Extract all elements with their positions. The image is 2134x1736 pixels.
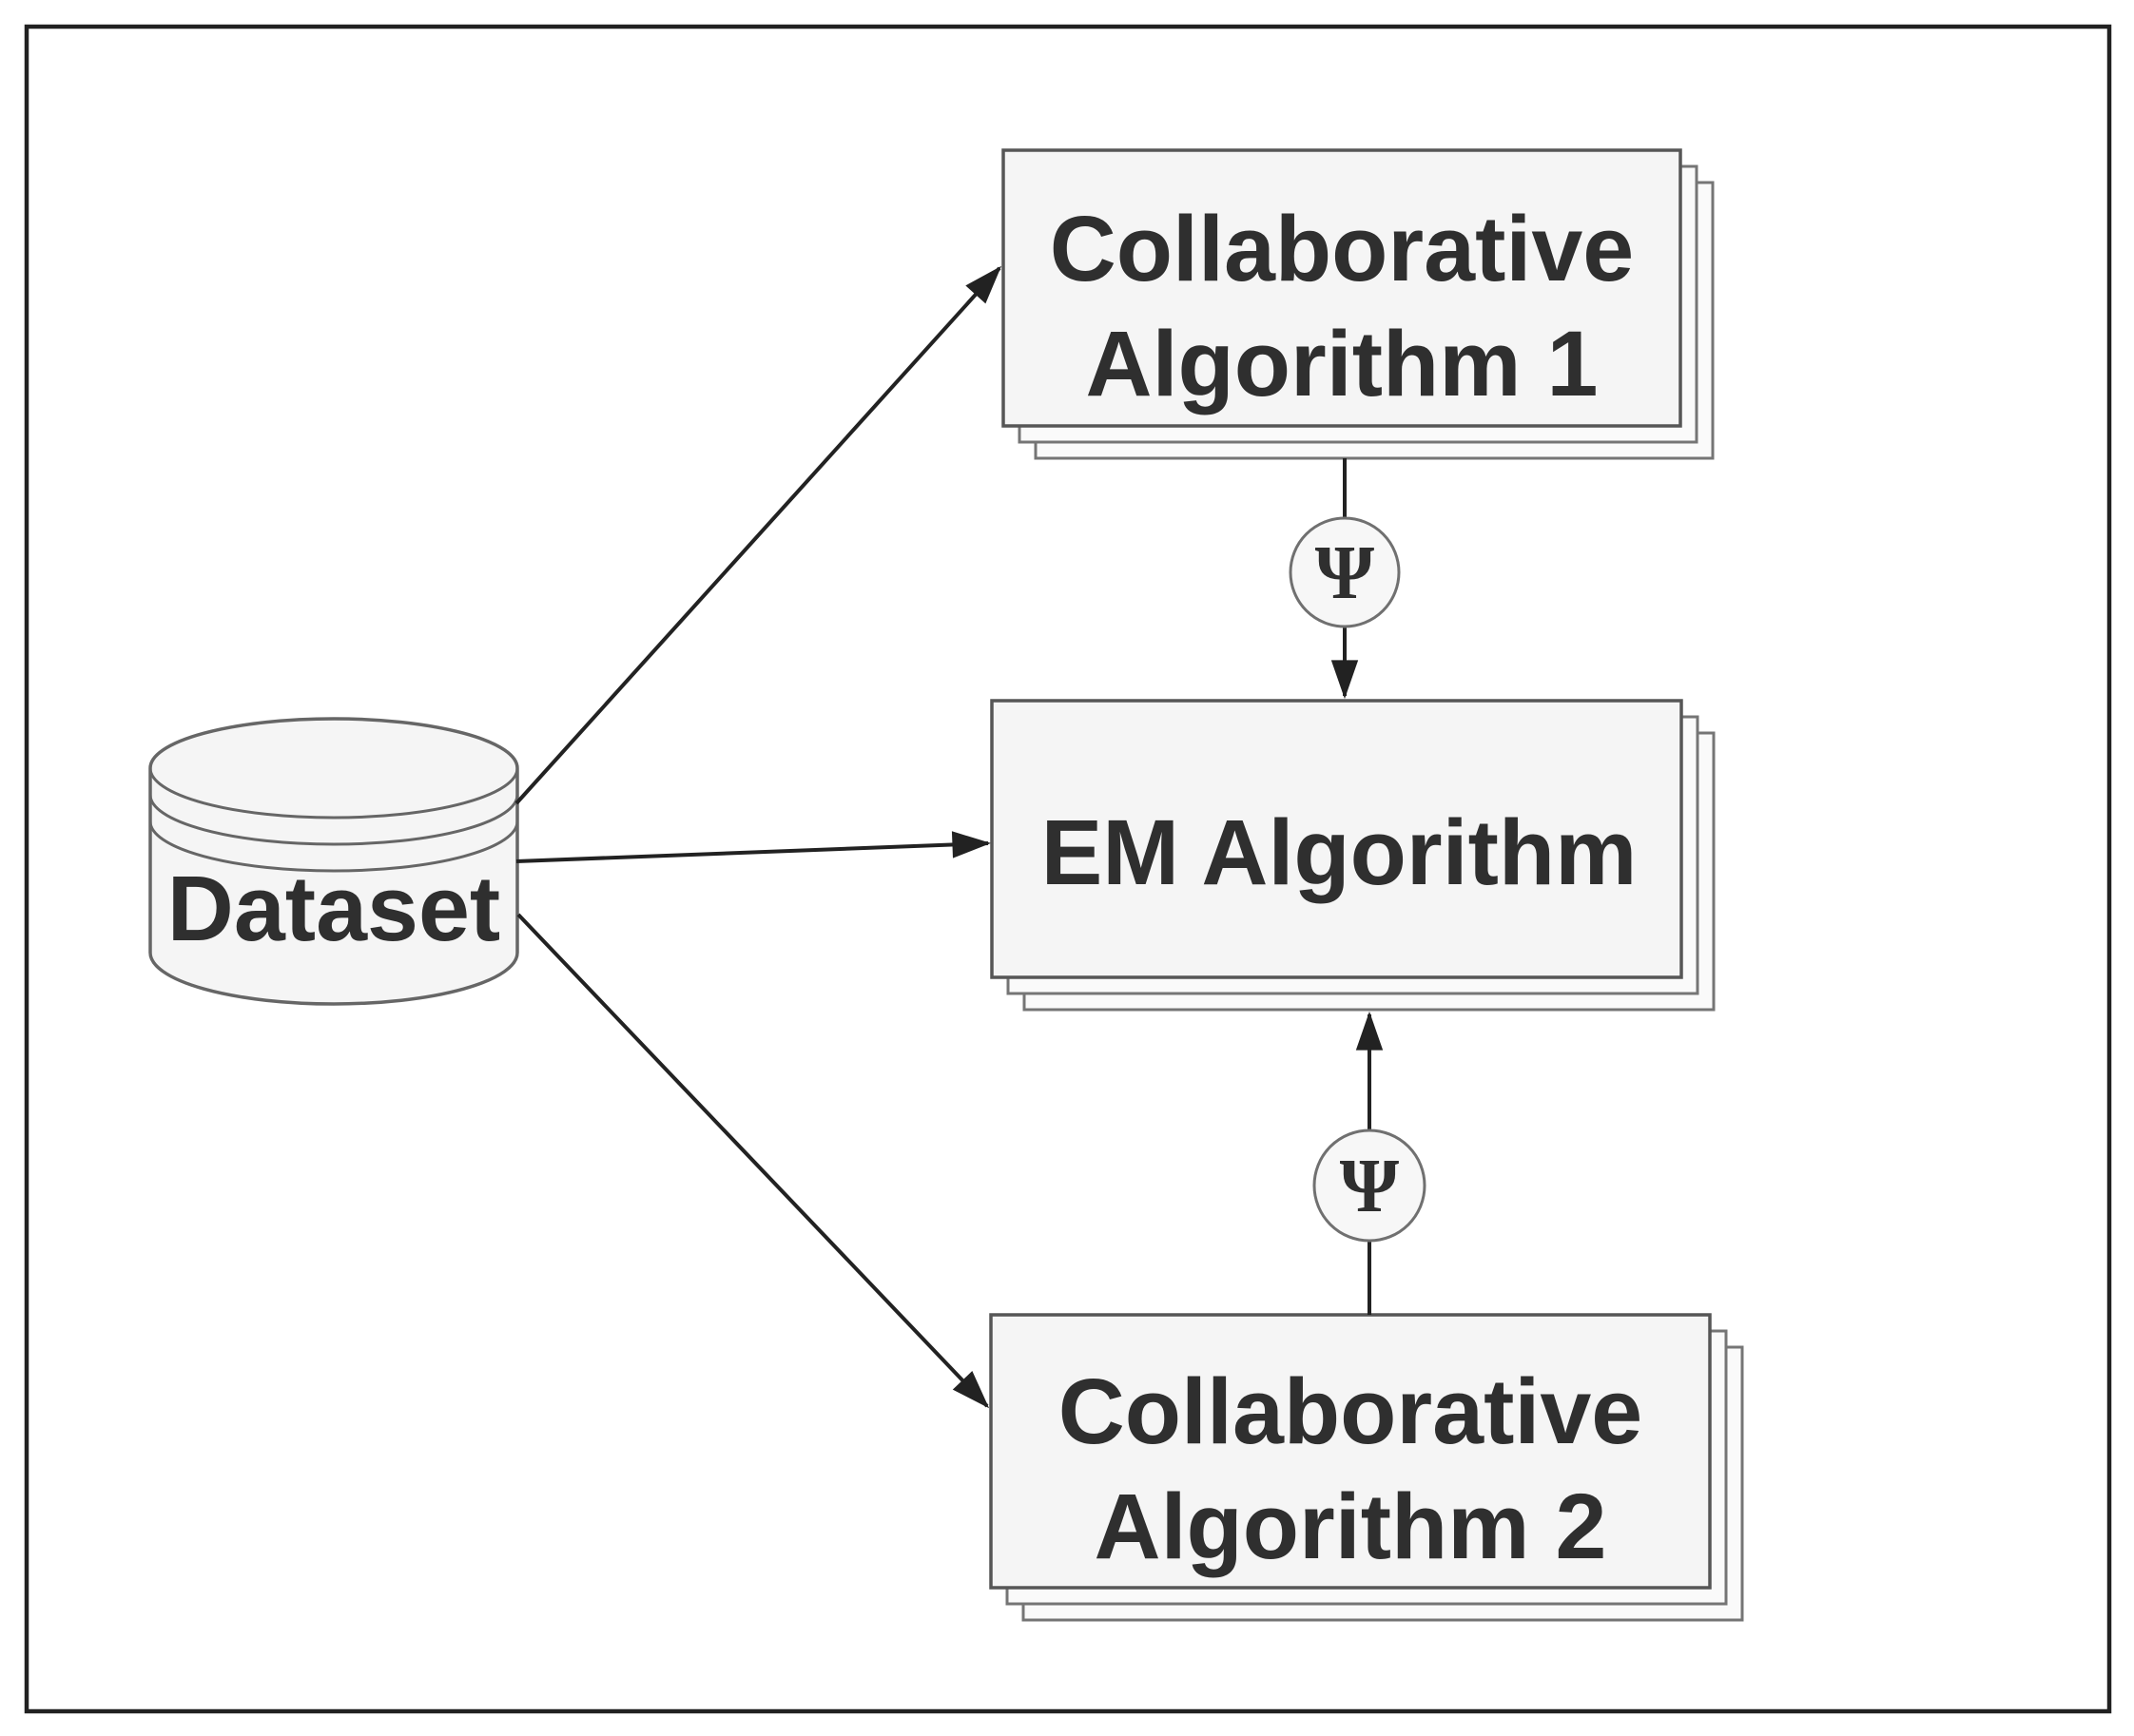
psi-connector-badge-2: Ψ <box>1312 1128 1426 1243</box>
node-box <box>990 699 1683 979</box>
collab-algorithm-1-label-line-1: Collaborative <box>1050 197 1635 300</box>
psi-symbol: Ψ <box>1315 531 1375 615</box>
arrow-dataset-to-collab1 <box>514 265 1002 805</box>
diagram-border <box>24 24 2112 1714</box>
psi-connector-badge-1: Ψ <box>1289 516 1401 628</box>
collab-algorithm-1-node: Collaborative Algorithm 1 <box>1001 148 1715 460</box>
node-box <box>989 1313 1712 1590</box>
collab-algorithm-2-label-line-1: Collaborative <box>1058 1360 1643 1463</box>
collab-algorithm-2-node: Collaborative Algorithm 2 <box>989 1313 1744 1622</box>
cylinder-rim-line <box>148 820 519 873</box>
arrow-dataset-to-collab2 <box>516 913 990 1409</box>
psi-circle <box>1289 516 1401 628</box>
collab-algorithm-1-label-line-2: Algorithm 1 <box>1086 312 1599 415</box>
database-cylinder-icon <box>148 717 519 1006</box>
psi-circle <box>1312 1128 1426 1243</box>
psi-symbol: Ψ <box>1340 1145 1400 1228</box>
node-box <box>1001 148 1682 428</box>
cylinder-rim-line <box>148 794 519 846</box>
dataset-node: Dataset <box>148 717 519 1006</box>
arrow-dataset-to-em <box>515 831 992 863</box>
em-algorithm-label: EM Algorithm <box>1041 800 1638 904</box>
cylinder-rim-line <box>148 767 519 820</box>
em-algorithm-node: EM Algorithm <box>990 699 1716 1012</box>
collab-algorithm-2-label-line-2: Algorithm 2 <box>1095 1475 1607 1578</box>
dataset-label: Dataset <box>167 857 500 960</box>
